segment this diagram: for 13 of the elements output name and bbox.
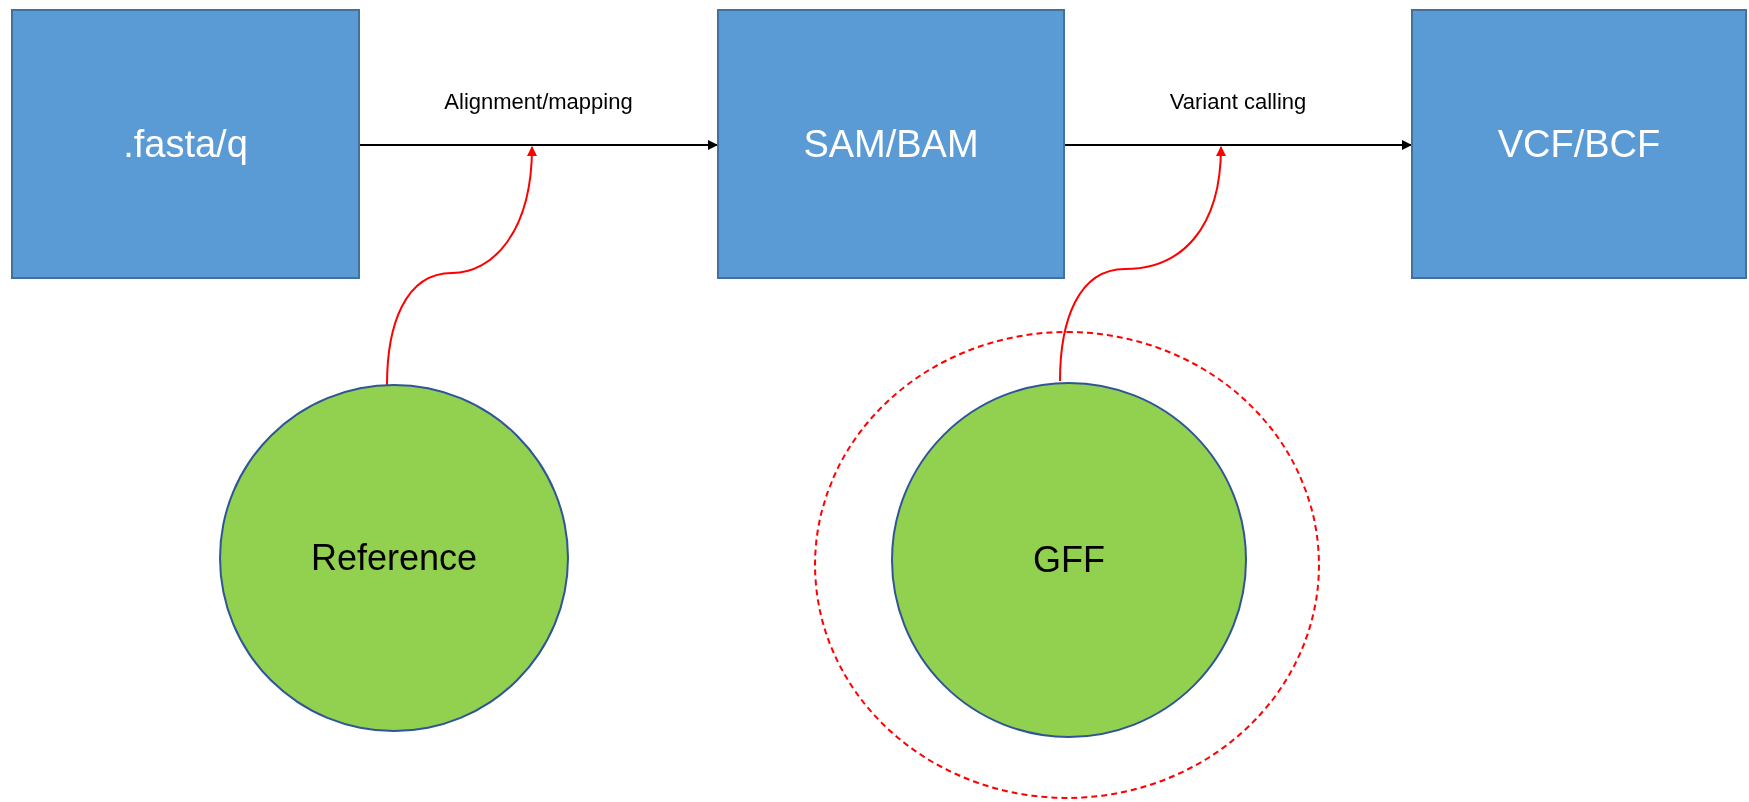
dashed-circle	[814, 331, 1320, 799]
node-label: GFF	[1033, 539, 1105, 581]
node-label: .fasta/q	[123, 122, 248, 166]
arrow	[1059, 146, 1226, 382]
arrow	[1064, 140, 1412, 150]
node-label: Reference	[310, 537, 478, 579]
arrow	[359, 140, 718, 150]
data-box	[11, 9, 360, 279]
node-label: VCF/BCF	[1497, 122, 1661, 166]
data-box	[1411, 9, 1747, 279]
arrow	[386, 146, 537, 386]
node-label: SAM/BAM	[803, 122, 979, 166]
data-box	[717, 9, 1065, 279]
